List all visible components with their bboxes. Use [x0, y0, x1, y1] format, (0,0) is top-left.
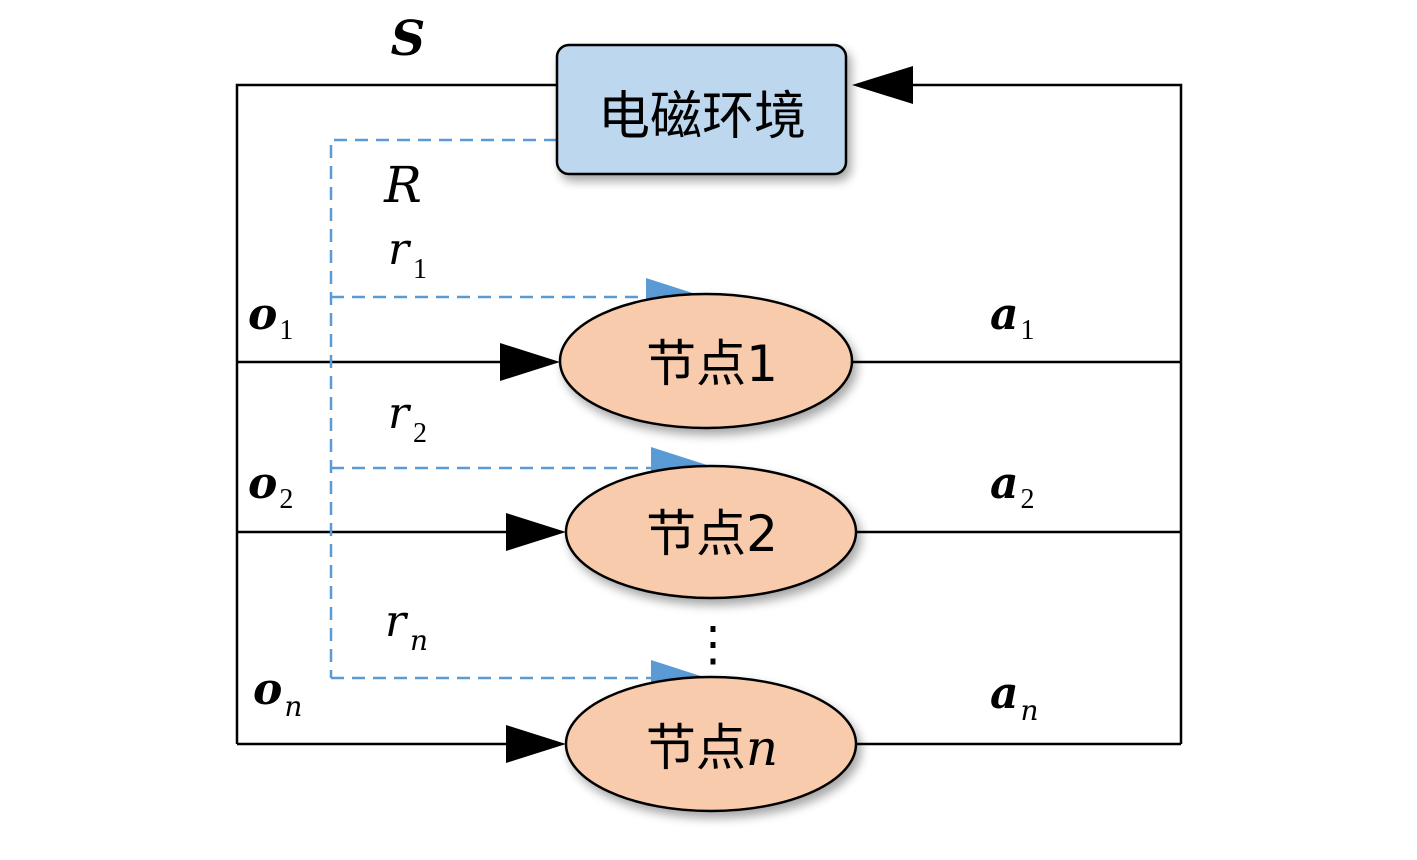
act-n-base: a	[990, 668, 1019, 719]
reward-1-sub: 1	[413, 254, 427, 285]
node-n-label-prefix: 节点	[646, 719, 746, 777]
reward-n-base: r	[385, 596, 409, 647]
obs-arrow-2	[506, 513, 566, 551]
environment-rect	[555, 43, 848, 176]
state-line-left	[235, 83, 557, 744]
node-2	[564, 464, 858, 600]
act-2-sub: 2	[1021, 484, 1035, 515]
obs-1-sub: 1	[279, 315, 293, 346]
action-line-right	[912, 83, 1183, 744]
obs-arrow-1	[500, 343, 560, 381]
obs-n-sub: n	[284, 690, 302, 723]
act-n-sub: n	[1021, 694, 1039, 727]
reward-trunk	[329, 138, 557, 678]
node-n-ellipse	[564, 675, 858, 813]
act-1-sub: 1	[1021, 315, 1035, 346]
reward-2-sub: 2	[413, 418, 427, 449]
env-input-arrow	[852, 66, 913, 104]
reward-n-sub: n	[410, 624, 428, 657]
node-2-label: 节点2	[646, 505, 778, 563]
node-n	[564, 675, 858, 813]
node-1	[558, 292, 854, 430]
obs-n-base: o	[253, 664, 282, 715]
node-1-ellipse	[558, 292, 854, 430]
obs-label-1: o1	[248, 289, 293, 346]
obs-label-2: o2	[248, 458, 293, 515]
node-2-ellipse	[564, 464, 858, 600]
node-ellipsis: ⋮	[689, 618, 737, 671]
act-1-base: a	[990, 289, 1019, 340]
action-lines	[852, 360, 1181, 746]
obs-2-base: o	[248, 458, 277, 509]
reward-lines	[329, 138, 655, 680]
state-label: S	[391, 11, 426, 67]
environment-box	[555, 43, 848, 176]
reward-2-base: r	[388, 388, 412, 439]
state-loop	[235, 83, 1183, 744]
node-n-label-var: n	[746, 719, 778, 777]
act-2-base: a	[990, 458, 1019, 509]
obs-1-base: o	[248, 289, 277, 340]
obs-2-sub: 2	[279, 484, 293, 515]
act-label-2: a2	[990, 458, 1035, 515]
reward-total-label: R	[383, 156, 422, 214]
node-n-label: 节点n	[646, 719, 778, 777]
node-1-label: 节点1	[646, 335, 778, 393]
obs-arrow-n	[506, 725, 566, 763]
act-label-1: a1	[990, 289, 1035, 346]
environment-label: 电磁环境	[598, 87, 806, 147]
obs-label-n: on	[253, 664, 302, 723]
act-label-n: an	[990, 668, 1039, 727]
reward-1-base: r	[388, 224, 412, 275]
observation-lines	[237, 360, 510, 746]
